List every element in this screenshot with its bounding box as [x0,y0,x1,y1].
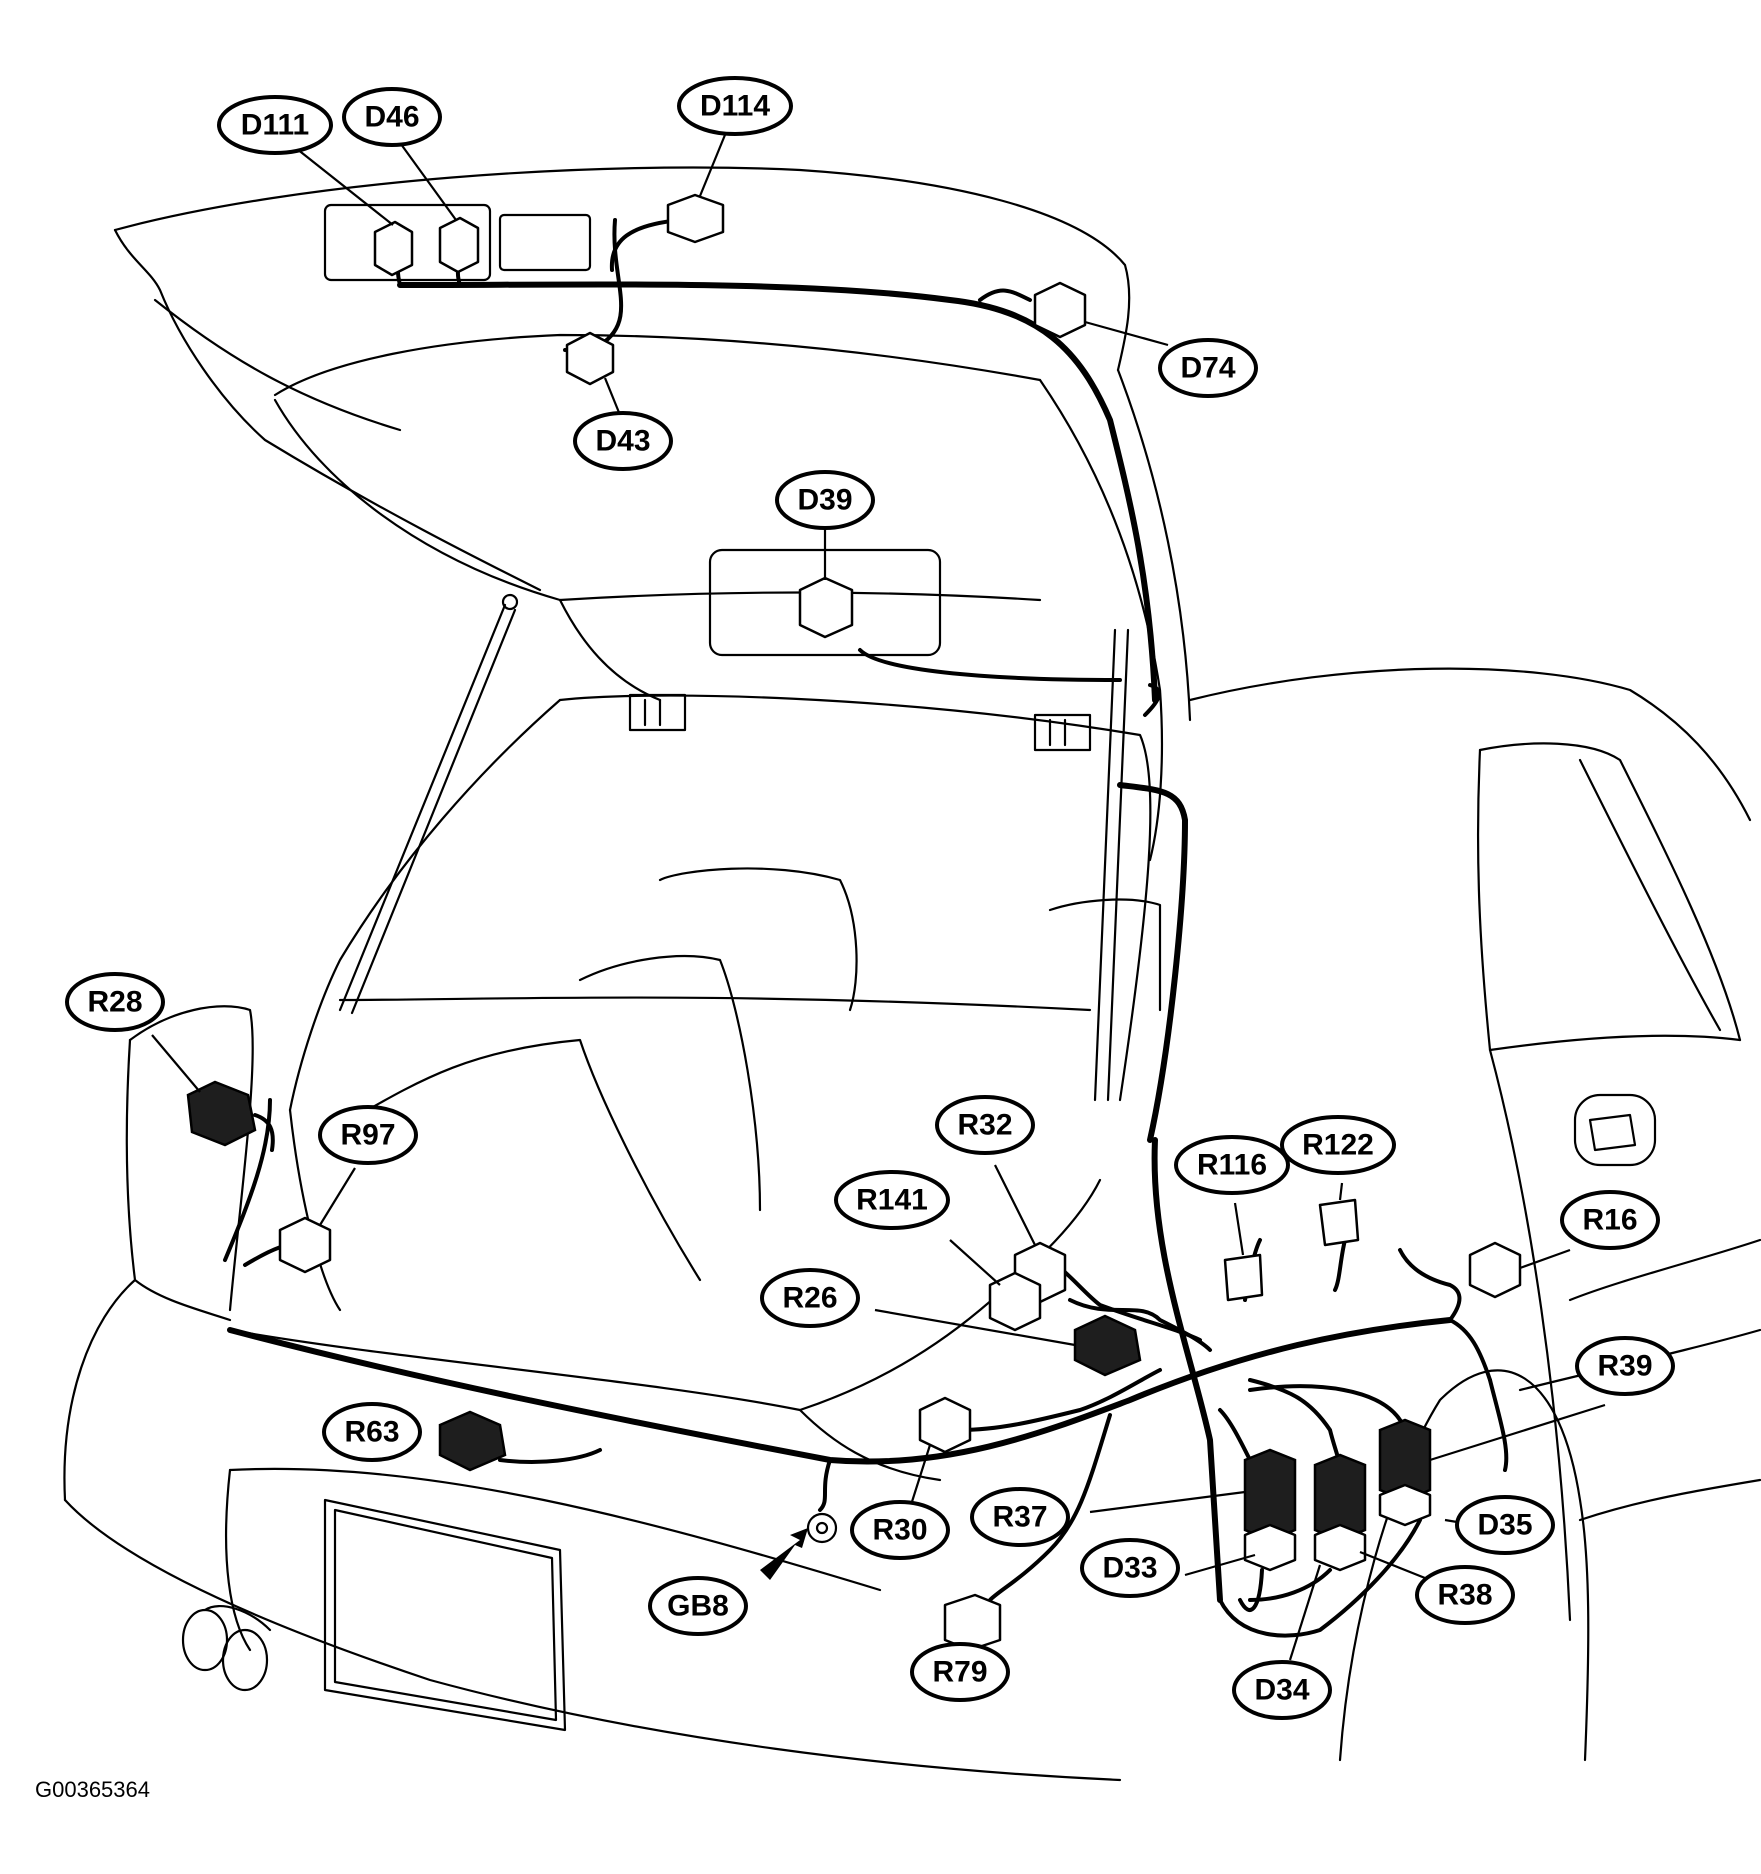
callout-r63[interactable]: R63 [322,1402,422,1462]
callout-r16[interactable]: R16 [1560,1190,1660,1250]
vehicle-outline [63,166,1761,1782]
svg-text:GB8: GB8 [667,1590,729,1623]
svg-text:D39: D39 [797,484,852,517]
callout-r30[interactable]: R30 [850,1500,950,1560]
callout-r32[interactable]: R32 [935,1095,1035,1155]
svg-text:R38: R38 [1437,1579,1492,1612]
svg-text:D35: D35 [1477,1509,1532,1542]
callout-r39[interactable]: R39 [1575,1336,1675,1396]
svg-text:R30: R30 [872,1514,927,1547]
callout-d114[interactable]: D114 [677,76,793,136]
hinges-and-struts [323,203,1130,1102]
svg-text:R63: R63 [344,1416,399,1449]
leader-lines [151,129,1606,1661]
callout-d39[interactable]: D39 [775,470,875,530]
svg-text:D43: D43 [595,425,650,458]
callout-r141[interactable]: R141 [834,1170,950,1230]
svg-text:R79: R79 [932,1656,987,1689]
svg-text:D114: D114 [700,90,770,123]
svg-text:D34: D34 [1254,1674,1309,1707]
callout-d33[interactable]: D33 [1080,1538,1180,1598]
callout-r37[interactable]: R37 [970,1487,1070,1547]
svg-text:R28: R28 [87,986,142,1019]
svg-text:R116: R116 [1197,1149,1267,1182]
callout-r97[interactable]: R97 [318,1105,418,1165]
callout-r26[interactable]: R26 [760,1268,860,1328]
svg-text:R39: R39 [1597,1350,1652,1383]
callout-d111[interactable]: D111 [217,95,333,155]
svg-text:R122: R122 [1302,1129,1374,1162]
callout-d46[interactable]: D46 [342,87,442,147]
svg-text:R37: R37 [992,1501,1047,1534]
svg-text:D46: D46 [364,101,419,134]
callout-r79[interactable]: R79 [910,1642,1010,1702]
callout-r122[interactable]: R122 [1280,1115,1396,1175]
svg-text:R16: R16 [1582,1204,1637,1237]
callout-labels: D111 D46 D114 D74 D43 D39 R28 R97 R32 R1… [65,76,1675,1720]
svg-text:R97: R97 [340,1119,395,1152]
svg-text:D33: D33 [1102,1552,1157,1585]
connectors [186,193,1522,1652]
callout-d43[interactable]: D43 [573,411,673,471]
svg-text:R32: R32 [957,1109,1012,1142]
callout-d74[interactable]: D74 [1158,338,1258,398]
svg-text:D74: D74 [1180,352,1235,385]
figure-code: G00365364 [35,1777,150,1802]
callout-d34[interactable]: D34 [1232,1660,1332,1720]
svg-text:R141: R141 [856,1184,928,1217]
callout-r116[interactable]: R116 [1174,1135,1290,1195]
callout-r28[interactable]: R28 [65,972,165,1032]
gb8-arrow-icon [760,1528,808,1580]
callout-r38[interactable]: R38 [1415,1565,1515,1625]
svg-text:R26: R26 [782,1282,837,1315]
callout-d35[interactable]: D35 [1455,1495,1555,1555]
svg-text:D111: D111 [241,109,309,142]
callout-gb8[interactable]: GB8 [648,1576,748,1636]
